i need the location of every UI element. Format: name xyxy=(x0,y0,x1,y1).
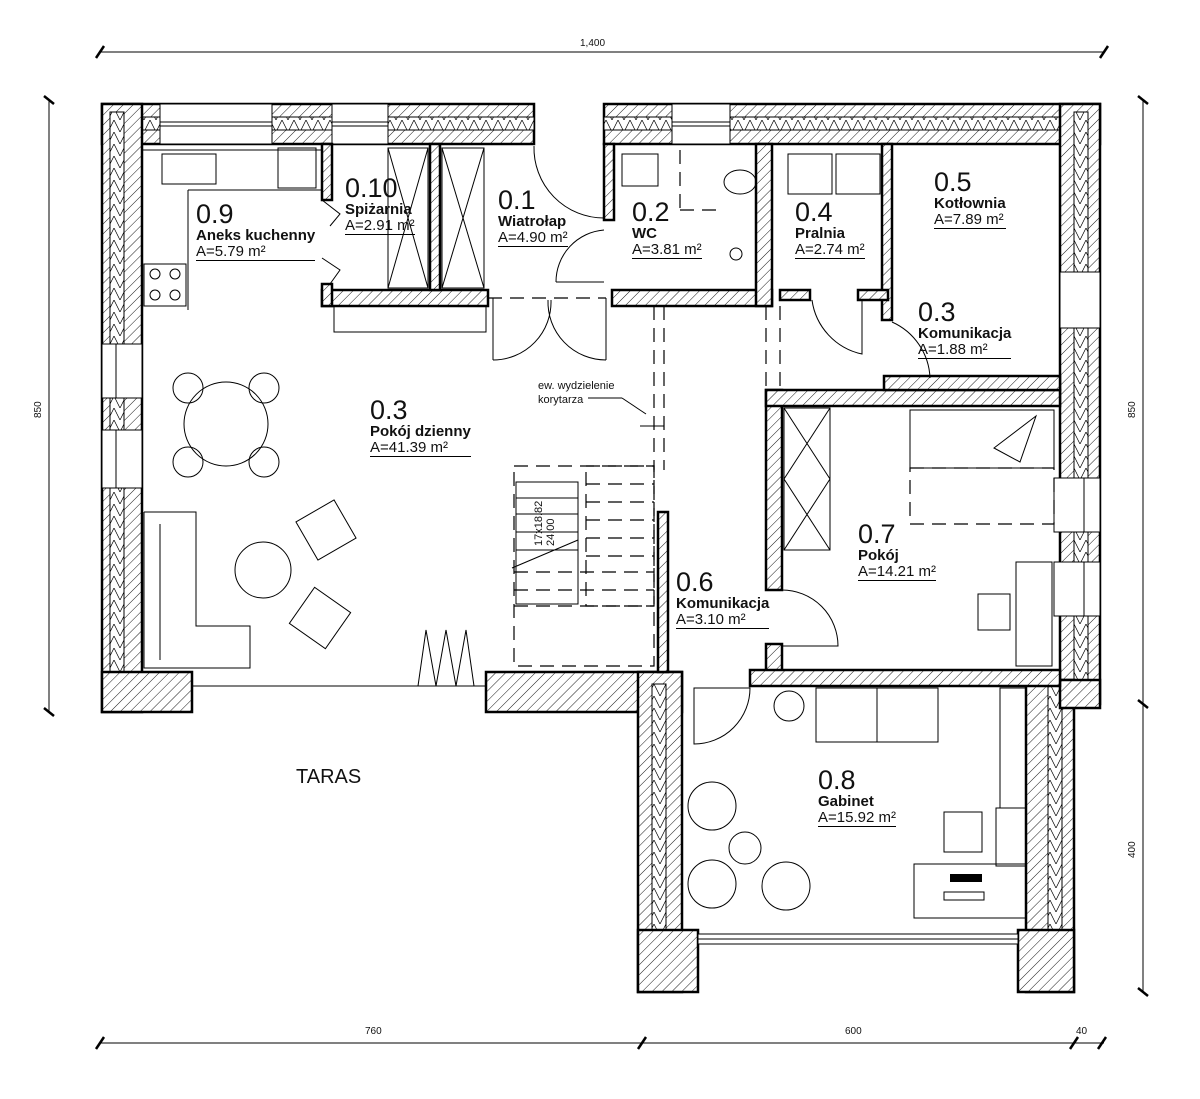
room-number: 0.3 xyxy=(370,395,408,425)
dimension-bottom-right-label: 40 xyxy=(1076,1026,1088,1037)
room-name: Pokój xyxy=(858,547,899,565)
room-number: 0.5 xyxy=(934,167,972,197)
room-name: Pokój dzienny xyxy=(370,423,471,441)
office-desk-icon xyxy=(913,863,1027,919)
laundry-furniture xyxy=(787,153,881,195)
room-name: Gabinet xyxy=(818,793,874,811)
room-area: A=41.39 m² xyxy=(370,440,471,457)
room-area: A=3.10 m² xyxy=(676,612,770,629)
window-wc xyxy=(671,103,731,145)
windows xyxy=(101,103,1101,945)
window-room-1 xyxy=(1053,477,1101,533)
stairs-label-line2: 24.00 xyxy=(545,518,558,546)
room-label-wc: 0.2 WC A=3.81 m² xyxy=(632,198,702,259)
room-name: Aneks kuchenny xyxy=(196,227,316,245)
corridor-outline xyxy=(588,306,781,470)
room-area: A=1.88 m² xyxy=(918,342,1012,359)
room-label-kotlownia: 0.5 Kotłownia A=7.89 m² xyxy=(934,168,1006,229)
office-chair-icon xyxy=(943,811,983,853)
room-name: Komunikacja xyxy=(918,325,1012,343)
dimension-top-label: 1,400 xyxy=(580,38,606,49)
dimension-left-label: 850 xyxy=(33,401,44,418)
chair-icon xyxy=(977,593,1011,631)
window-room-2 xyxy=(1053,561,1101,617)
dimension-left xyxy=(43,95,55,717)
room-area: A=14.21 m² xyxy=(858,563,936,581)
dimension-right-upper-label: 850 xyxy=(1127,401,1138,418)
dining-set xyxy=(172,372,280,478)
room-label-pokoj: 0.7 Pokój A=14.21 m² xyxy=(858,520,936,581)
window-boiler xyxy=(1059,271,1101,329)
room-area: A=15.92 m² xyxy=(818,809,896,827)
room-area: A=7.89 m² xyxy=(934,212,1006,229)
room-number: 0.10 xyxy=(345,173,398,203)
room-number: 0.1 xyxy=(498,185,536,215)
room-name: Pralnia xyxy=(795,225,846,243)
room-number: 0.6 xyxy=(676,567,714,597)
doors xyxy=(488,145,931,745)
room-label-gabinet: 0.8 Gabinet A=15.92 m² xyxy=(818,766,896,827)
interior-walls xyxy=(320,142,1062,688)
office-furniture xyxy=(687,687,1027,919)
dimension-right-lower-label: 400 xyxy=(1127,841,1138,858)
room-name: Wiatrołap xyxy=(498,213,567,231)
dimension-bottom xyxy=(94,1036,1108,1050)
room-label-komunikacja-0-3: 0.3 Komunikacja A=1.88 m² xyxy=(918,297,1012,359)
cooktop-icon xyxy=(143,263,187,307)
room-name: Spiżarnia xyxy=(345,201,412,219)
terrace-label: TARAS xyxy=(296,766,362,788)
stairs xyxy=(511,465,655,667)
stairs-label: 17x18.82 24.00 xyxy=(533,501,557,546)
stairs-label-line1: 17x18.82 xyxy=(533,500,545,546)
room-number: 0.7 xyxy=(858,519,896,549)
dimension-bottom-left-label: 760 xyxy=(365,1026,382,1037)
dimension-bottom-middle-label: 600 xyxy=(845,1026,862,1037)
corridor-note-line2: korytarza xyxy=(538,393,584,406)
window-living-1 xyxy=(101,343,143,399)
room-number: 0.2 xyxy=(632,197,670,227)
window-living-2 xyxy=(101,429,143,489)
room-label-komunikacja-0-6: 0.6 Komunikacja A=3.10 m² xyxy=(676,567,770,629)
room-area: A=5.79 m² xyxy=(196,244,316,261)
room-label-aneks-kuchenny: 0.9 Aneks kuchenny A=5.79 m² xyxy=(196,199,316,261)
room-name: Komunikacja xyxy=(676,595,770,613)
wc-furniture xyxy=(621,150,757,261)
corridor-note: ew. wydzielenie korytarza xyxy=(538,380,614,408)
room-name: WC xyxy=(632,225,657,243)
room-label-wiatrolap: 0.1 Wiatrołap A=4.90 m² xyxy=(498,186,568,247)
dimension-right xyxy=(1137,95,1149,997)
room-area: A=2.74 m² xyxy=(795,241,865,259)
fridge-icon xyxy=(277,147,317,189)
room-area: A=4.90 m² xyxy=(498,229,568,247)
room-label-pokoj-dzienny: 0.3 Pokój dzienny A=41.39 m² xyxy=(370,396,471,457)
kitchen-furniture xyxy=(142,147,487,333)
room-number: 0.9 xyxy=(196,199,234,229)
room-number: 0.3 xyxy=(918,297,956,327)
bedroom-furniture xyxy=(783,407,1055,667)
window-kitchen xyxy=(159,103,273,145)
room-number: 0.8 xyxy=(818,765,856,795)
lounge-set xyxy=(143,499,486,687)
sink-icon xyxy=(161,153,217,185)
room-label-pralnia: 0.4 Pralnia A=2.74 m² xyxy=(795,198,865,259)
room-area: A=3.81 m² xyxy=(632,241,702,259)
corridor-note-line1: ew. wydzielenie xyxy=(538,380,615,392)
room-name: Kotłownia xyxy=(934,195,1006,213)
window-pantry xyxy=(331,103,389,145)
room-number: 0.4 xyxy=(795,197,833,227)
desk-icon xyxy=(1015,561,1053,667)
dimension-top xyxy=(94,45,1110,59)
room-area: A=2.91 m² xyxy=(345,217,415,235)
room-label-spizarnia: 0.10 Spiżarnia A=2.91 m² xyxy=(345,174,415,235)
